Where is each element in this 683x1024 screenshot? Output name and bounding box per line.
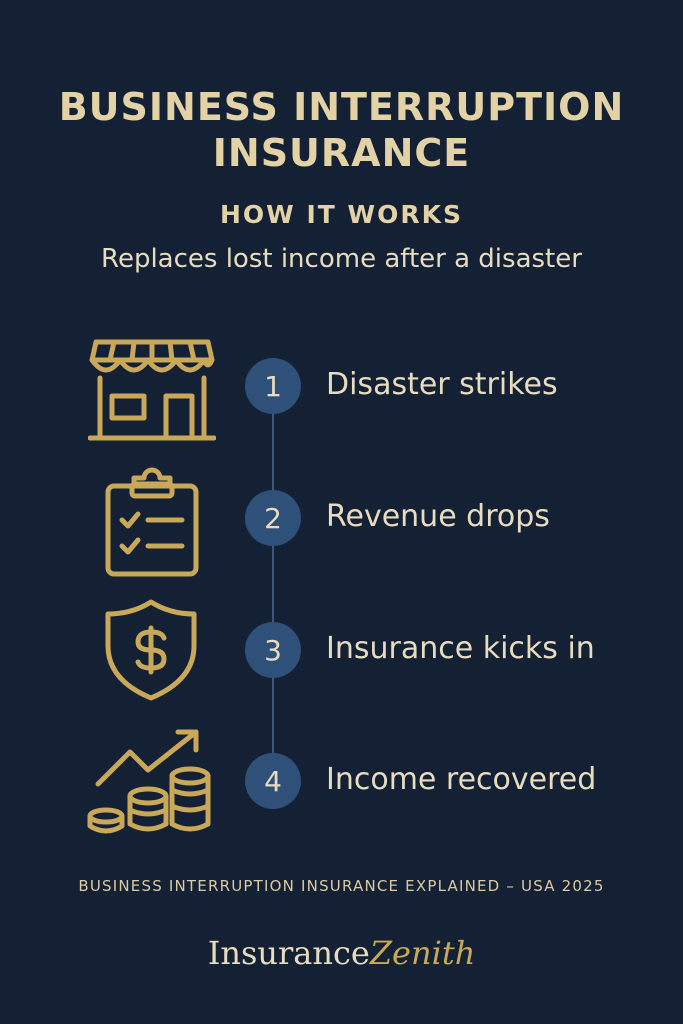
step-number-2: 2	[245, 490, 301, 546]
step-number-1: 1	[245, 358, 301, 414]
step-label-3: Insurance kicks in	[326, 631, 595, 666]
step-label-4: Income recovered	[326, 762, 597, 797]
brand-name-accent: Zenith	[369, 934, 476, 972]
step-number-4: 4	[245, 753, 301, 809]
brand-logo: InsuranceZenith	[0, 934, 683, 972]
coins-growth-icon	[86, 726, 212, 836]
title-line-1: BUSINESS INTERRUPTION	[58, 85, 625, 129]
title-line-2: INSURANCE	[212, 131, 471, 175]
shield-dollar-icon	[104, 598, 198, 702]
page-title: BUSINESS INTERRUPTION INSURANCE	[0, 84, 683, 176]
footer-note: BUSINESS INTERRUPTION INSURANCE EXPLAINE…	[78, 877, 605, 895]
step-number-3: 3	[245, 622, 301, 678]
timeline-connector	[272, 385, 274, 783]
page-subtitle: HOW IT WORKS	[220, 200, 463, 229]
step-label-1: Disaster strikes	[326, 367, 558, 402]
step-label-2: Revenue drops	[326, 499, 550, 534]
storefront-icon	[88, 336, 216, 444]
tagline: Replaces lost income after a disaster	[101, 244, 582, 274]
brand-name-main: Insurance	[207, 934, 370, 972]
clipboard-checklist-icon	[104, 466, 200, 578]
